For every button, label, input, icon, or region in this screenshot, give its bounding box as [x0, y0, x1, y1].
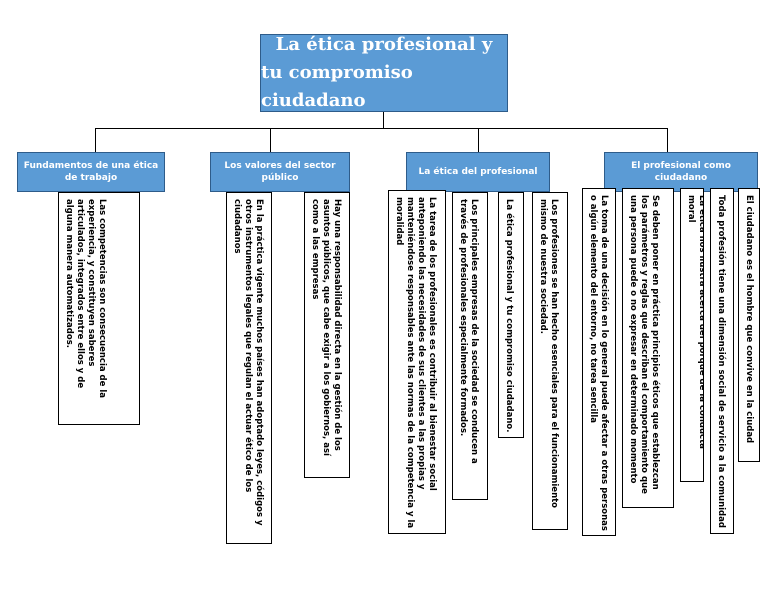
connector-horizontal	[95, 128, 668, 129]
connector-root-down	[383, 112, 384, 128]
card-text: La ética profesional y tu compromiso ciu…	[504, 199, 514, 433]
card-text: Las competencias son consecuencia de la …	[64, 199, 107, 399]
card-text: Los profesiones se han hecho esenciales …	[538, 199, 559, 509]
branch-label: Los valores del sector público	[224, 161, 336, 183]
connector-branch-1	[95, 128, 96, 152]
card-text: La toma de una decisión en lo general pu…	[588, 195, 609, 531]
card-text: La ética nos ilustra acerca del porqué d…	[686, 195, 704, 449]
connector-branch-3	[478, 128, 479, 152]
card-toma-decision: La toma de una decisión en lo general pu…	[582, 188, 616, 536]
card-text: Los principales empresas de la sociedad …	[458, 199, 479, 464]
root-node: La ética profesional y tu compromiso ciu…	[260, 34, 508, 112]
card-text: El ciudadano es el hombre que convive en…	[744, 195, 754, 444]
card-dimension-social: Toda profesión tiene una dimensión socia…	[710, 188, 734, 534]
card-conducta-moral: La ética nos ilustra acerca del porqué d…	[680, 188, 704, 482]
branch-label: El profesional como ciudadano	[631, 161, 731, 183]
card-profesiones-esenciales: Los profesiones se han hecho esenciales …	[532, 192, 568, 530]
card-text: Se deben poner en práctica principios ét…	[628, 195, 660, 494]
card-text: En la práctica vigente muchos países han…	[232, 199, 264, 526]
branch-profesional-ciudadano: El profesional como ciudadano	[604, 152, 758, 192]
card-principios-eticos: Se deben poner en práctica principios ét…	[622, 188, 674, 508]
branch-fundamentos: Fundamentos de una ética de trabajo	[17, 152, 165, 192]
branch-valores: Los valores del sector público	[210, 152, 350, 192]
card-principales-empresas: Los principales empresas de la sociedad …	[452, 192, 488, 500]
card-leyes-codigos: En la práctica vigente muchos países han…	[226, 192, 272, 544]
title-line-1: La ética profesional y	[275, 34, 493, 55]
card-tarea-profesionales: La tarea de los profesionales es contrib…	[388, 190, 446, 534]
branch-etica-profesional: La ética del profesional	[406, 152, 550, 192]
title-line-2: tu compromiso ciudadano	[261, 62, 413, 111]
card-text: La tarea de los profesionales es contrib…	[394, 197, 437, 529]
card-text: Toda profesión tiene una dimensión socia…	[716, 195, 726, 528]
branch-label: La ética del profesional	[418, 167, 538, 177]
connector-branch-4	[667, 128, 668, 152]
branch-label: Fundamentos de una ética de trabajo	[23, 161, 159, 183]
connector-branch-2	[270, 128, 271, 152]
card-etica-compromiso: La ética profesional y tu compromiso ciu…	[498, 192, 524, 438]
card-competencias: Las competencias son consecuencia de la …	[58, 192, 140, 425]
card-ciudadano: El ciudadano es el hombre que convive en…	[738, 188, 760, 462]
card-responsabilidad: Hay una responsabilidad directa en la ge…	[304, 192, 350, 478]
card-text: Hay una responsabilidad directa en la ge…	[310, 199, 342, 456]
